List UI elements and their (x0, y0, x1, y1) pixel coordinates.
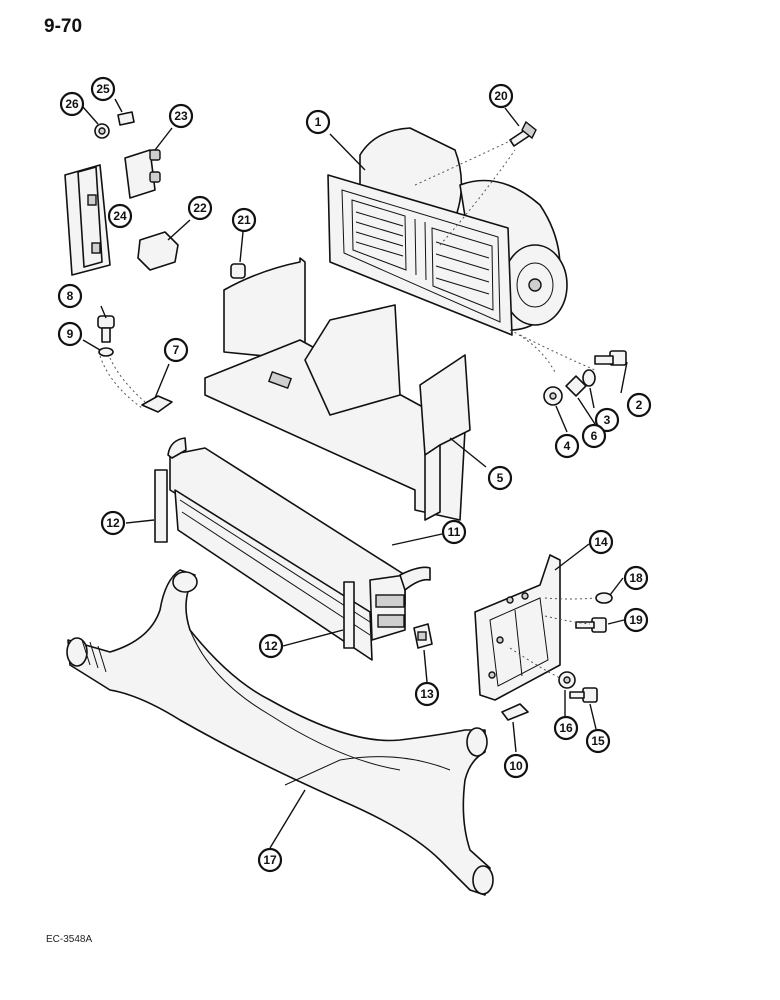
callout-23: 23 (168, 103, 194, 129)
washer-3 (582, 369, 596, 387)
svg-text:8: 8 (67, 289, 74, 303)
callout-14: 14 (588, 529, 614, 555)
svg-text:9: 9 (67, 327, 74, 341)
svg-text:10: 10 (509, 759, 523, 773)
svg-text:17: 17 (263, 853, 277, 867)
callout-2: 2 (626, 392, 652, 418)
callout-1: 1 (305, 109, 331, 135)
callout-25: 25 (90, 76, 116, 102)
callout-10: 10 (503, 753, 529, 779)
screw-25 (117, 111, 135, 126)
callout-9: 9 (57, 321, 83, 347)
callout-15: 15 (585, 728, 611, 754)
callout-4: 4 (554, 433, 580, 459)
screw-20 (509, 120, 537, 147)
clip-10 (501, 703, 529, 721)
seal-strip-12-right (343, 581, 355, 649)
svg-text:1: 1 (315, 115, 322, 129)
air-duct-17 (66, 569, 494, 896)
blower-grille-left (351, 199, 407, 271)
svg-text:15: 15 (591, 734, 605, 748)
callout-3: 3 (594, 407, 620, 433)
washer-6 (565, 375, 587, 397)
svg-text:22: 22 (193, 201, 207, 215)
callout-19: 19 (623, 607, 649, 633)
svg-text:26: 26 (65, 97, 79, 111)
bolt-2 (594, 350, 627, 366)
blower-assembly (327, 127, 568, 336)
callout-12b: 12 (258, 633, 284, 659)
svg-text:5: 5 (497, 471, 504, 485)
housing-tray (204, 257, 471, 521)
svg-text:11: 11 (448, 525, 461, 539)
callout-17: 17 (257, 847, 283, 873)
seal-strip-12-left (154, 469, 168, 543)
washer-9 (98, 347, 114, 357)
svg-text:3: 3 (604, 413, 611, 427)
callout-18: 18 (623, 565, 649, 591)
svg-text:7: 7 (173, 343, 180, 357)
bracket-24 (64, 164, 111, 276)
svg-text:13: 13 (420, 687, 434, 701)
svg-text:24: 24 (113, 209, 127, 223)
callout-11: 11 (441, 519, 467, 545)
pad-7 (141, 395, 173, 413)
svg-text:16: 16 (559, 721, 573, 735)
svg-text:18: 18 (629, 571, 643, 585)
callout-22: 22 (187, 195, 213, 221)
relay-23 (124, 149, 161, 199)
svg-text:12: 12 (106, 516, 120, 530)
callout-20: 20 (488, 83, 514, 109)
bolt-15 (569, 687, 598, 703)
reference-code: EC-3548A (46, 934, 93, 945)
heater-core (167, 437, 431, 661)
svg-text:6: 6 (591, 429, 598, 443)
callout-24: 24 (107, 203, 133, 229)
svg-text:19: 19 (629, 613, 643, 627)
bolt-19 (575, 617, 607, 633)
clip-13 (413, 623, 433, 649)
mounting-bracket-14 (474, 554, 561, 701)
relay-22 (137, 231, 179, 271)
svg-text:2: 2 (636, 398, 643, 412)
callout-7: 7 (163, 337, 189, 363)
plug-21 (230, 263, 246, 279)
page-number: 9-70 (44, 16, 83, 37)
svg-text:25: 25 (96, 82, 110, 96)
leader-lines (82, 98, 628, 849)
callout-5: 5 (487, 465, 513, 491)
callout-8: 8 (57, 283, 83, 309)
callout-12a: 12 (100, 510, 126, 536)
callout-16: 16 (553, 715, 579, 741)
svg-text:4: 4 (564, 439, 571, 453)
svg-text:12: 12 (264, 639, 278, 653)
svg-text:14: 14 (594, 535, 608, 549)
callout-26: 26 (59, 91, 85, 117)
svg-text:23: 23 (174, 109, 188, 123)
blower-grille-right (431, 227, 494, 311)
svg-text:20: 20 (494, 89, 508, 103)
screw-8 (97, 315, 115, 343)
callout-13: 13 (414, 681, 440, 707)
callout-6: 6 (581, 423, 607, 449)
callout-21: 21 (231, 207, 257, 233)
svg-text:21: 21 (237, 213, 251, 227)
